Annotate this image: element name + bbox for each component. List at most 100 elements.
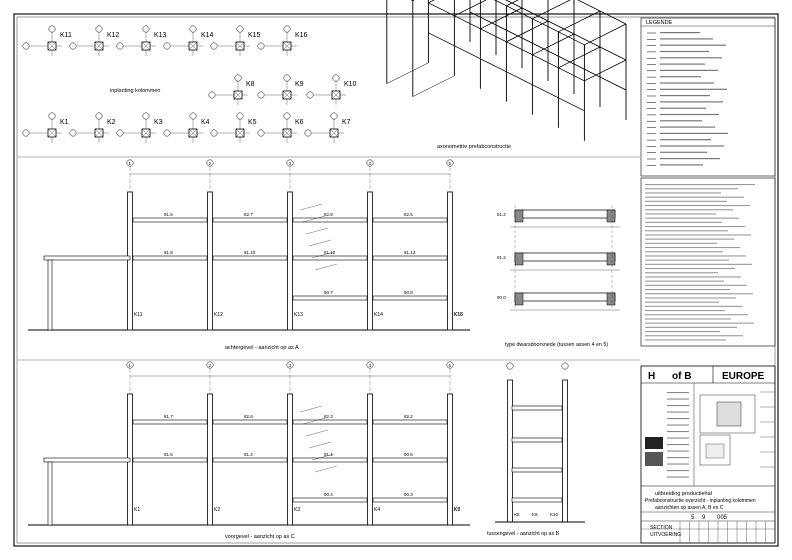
column-label: K5 <box>454 507 460 513</box>
beam-label: 81.5 <box>164 452 173 457</box>
note-line <box>645 230 728 232</box>
legend-text <box>660 76 701 78</box>
company-logo <box>645 437 663 449</box>
column-cross <box>235 128 245 138</box>
axo-member <box>584 23 627 46</box>
plan-caption: inplanting kolommen <box>110 88 160 94</box>
note-line <box>645 234 751 236</box>
column-plan: K12 <box>69 25 120 56</box>
key-plan <box>699 394 756 434</box>
beam <box>292 457 368 463</box>
tb-text <box>667 457 689 459</box>
plan-axis-bubble <box>142 25 150 33</box>
grid-bubble <box>126 361 134 369</box>
plan-axis-bubble <box>236 25 244 33</box>
column <box>447 191 453 331</box>
title-block: H of B EUROPE uitbreiding productiehal P… <box>640 365 776 544</box>
beam <box>292 295 368 301</box>
grid-bubble <box>506 362 514 370</box>
grid-bubble <box>446 361 454 369</box>
column-cross <box>331 90 341 100</box>
note-line <box>645 268 735 270</box>
beam <box>511 437 563 443</box>
beam-label: 82.7 <box>244 212 253 217</box>
company-left: H <box>648 371 655 382</box>
beam <box>511 497 563 503</box>
legend-text <box>660 101 723 103</box>
column-cross <box>141 41 151 51</box>
note-line <box>645 305 742 307</box>
note-line <box>645 289 730 291</box>
axo-member <box>469 11 627 91</box>
axo-member <box>505 0 627 61</box>
column-label: K7 <box>454 507 460 513</box>
legend-panel: LEGENDE <box>640 17 776 177</box>
drawing-subtitle: aanzichten op assen A, B en C <box>655 505 724 511</box>
column-label: K16 <box>295 32 308 39</box>
column-cross <box>235 41 245 51</box>
plan-axis-bubble <box>283 25 291 33</box>
column-plan: K11 <box>22 25 72 56</box>
beam <box>132 217 208 223</box>
note-line <box>645 200 727 202</box>
grid-label: 2 <box>209 161 212 166</box>
beam <box>132 255 208 261</box>
section-beam-right <box>606 292 616 306</box>
beam-label: 82.3 <box>324 414 333 419</box>
tb-text <box>667 437 689 439</box>
leader-line <box>299 405 323 413</box>
beam-label: 82.2 <box>404 414 413 419</box>
grid-bubble <box>126 159 134 167</box>
column-cross <box>282 90 292 100</box>
beam-label: 90.6 <box>404 452 413 457</box>
beam <box>212 255 288 261</box>
beam-label: 81.1 <box>324 452 333 457</box>
axo-member <box>386 62 429 84</box>
plan-axis-bubble <box>330 112 338 120</box>
column-cross <box>188 41 198 51</box>
beam-cantilever <box>43 457 131 463</box>
column-label: K1 <box>60 119 69 126</box>
beam-label: 82.8 <box>324 212 333 217</box>
beam-label: 91.6 <box>164 212 173 217</box>
column-cross <box>94 128 104 138</box>
note-line <box>645 205 750 207</box>
column-label: K13 <box>154 32 167 39</box>
axo-member <box>577 0 627 25</box>
column-plan: K6 <box>257 112 304 143</box>
note-line <box>645 339 726 341</box>
axo-member <box>532 0 571 20</box>
column-cross <box>188 128 198 138</box>
section-level: 91.2 <box>497 212 506 217</box>
legend-title: LEGENDE <box>646 20 673 26</box>
note-line <box>645 310 725 312</box>
column-label: K11 <box>60 32 72 39</box>
beam <box>292 419 368 425</box>
section-slab <box>514 209 616 219</box>
tb-text <box>667 411 689 413</box>
beam <box>212 217 288 223</box>
plan-axis-bubble <box>306 91 314 99</box>
grid-label: 4 <box>369 161 372 166</box>
note-line <box>645 335 743 337</box>
note-line <box>645 251 723 253</box>
note-line <box>645 221 722 223</box>
legend-text <box>660 57 722 59</box>
beam-label: 81.13 <box>404 250 416 255</box>
note-line <box>645 322 754 324</box>
column-cross <box>282 41 292 51</box>
company-mid: of B <box>672 371 691 382</box>
axo-member <box>493 0 585 46</box>
company-right: EUROPE <box>722 371 765 382</box>
column-plan: K8 <box>208 74 255 105</box>
grid-bubble <box>446 159 454 167</box>
plan-axis-bubble <box>116 129 124 137</box>
leader-line <box>308 441 332 449</box>
note-line <box>645 209 733 211</box>
section-slab <box>514 252 616 262</box>
column-label: K4 <box>201 119 210 126</box>
axonometry-caption: axonometrie prefabconstructie <box>437 144 511 150</box>
leader-line <box>314 465 338 473</box>
